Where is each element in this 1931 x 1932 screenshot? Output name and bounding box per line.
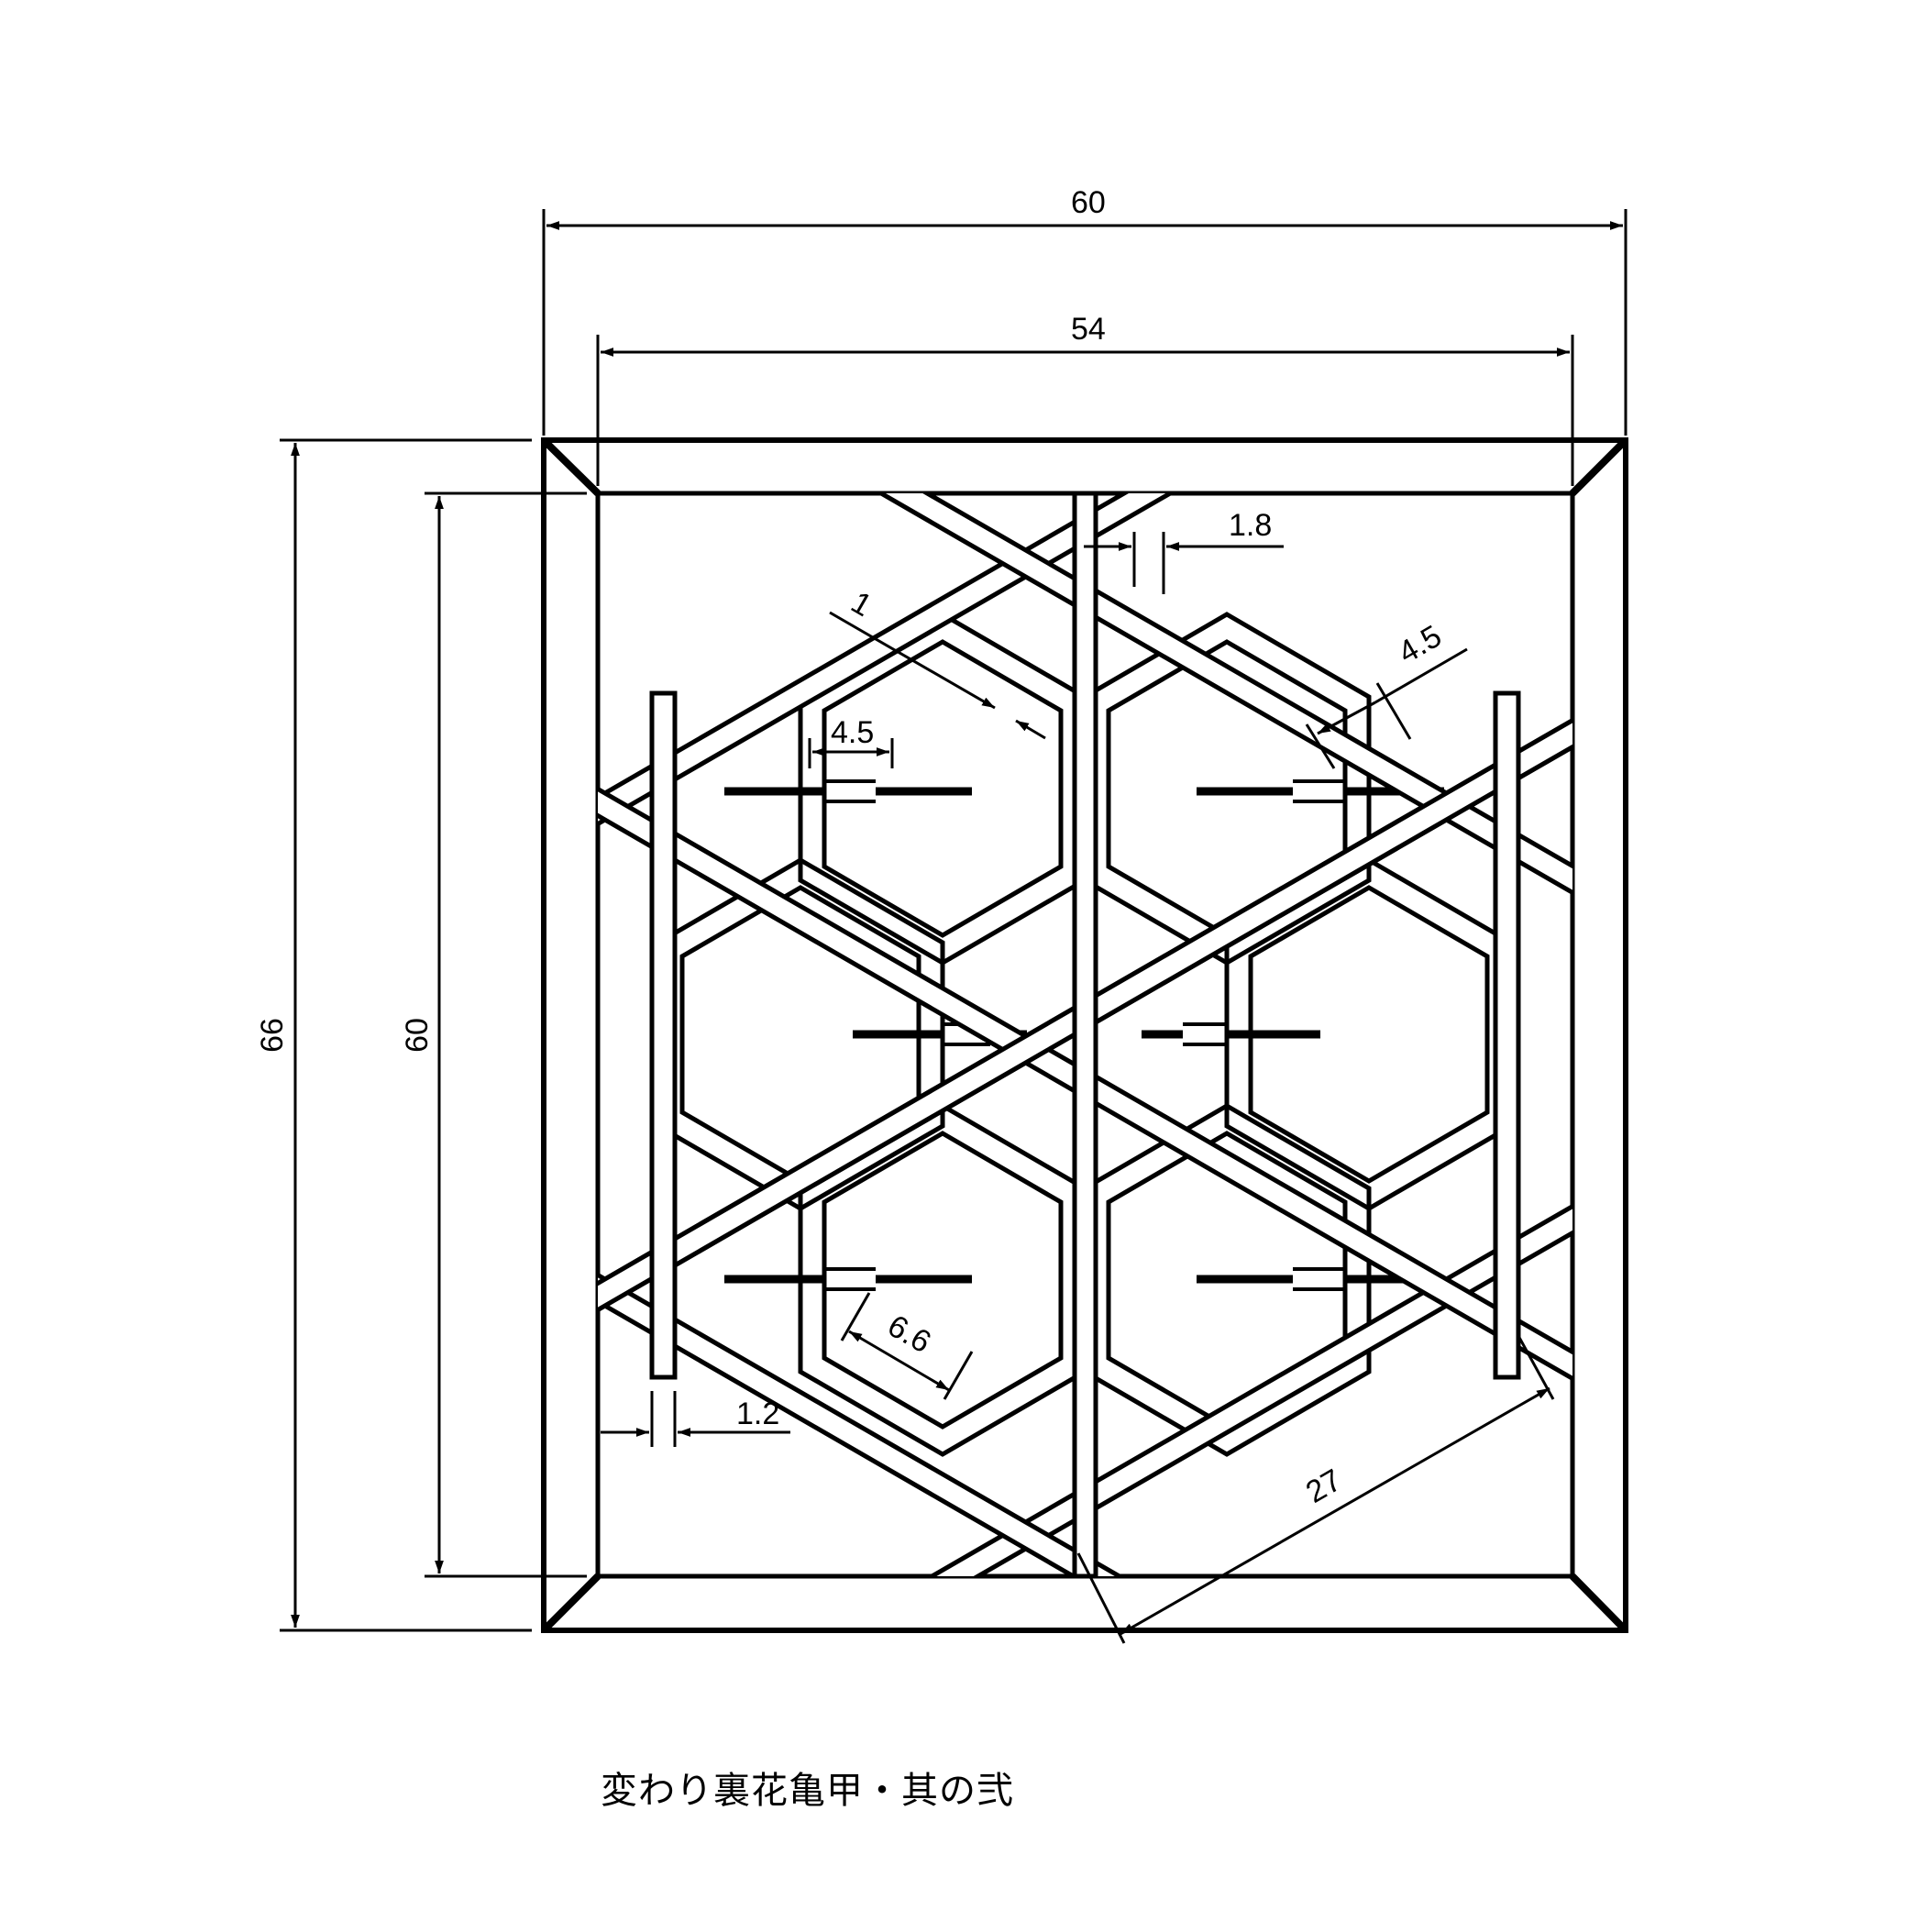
dimension-lines bbox=[280, 209, 1628, 1644]
dim-overall-height: 66 bbox=[254, 1018, 290, 1053]
vertical-bars bbox=[649, 493, 1521, 1576]
dim-inner-height: 60 bbox=[399, 1018, 435, 1053]
dim-inner-width: 54 bbox=[1071, 312, 1106, 347]
dim-side-bar-width: 1.2 bbox=[736, 1397, 780, 1431]
dim-spoke-gap: 4.5 bbox=[831, 715, 875, 750]
drawing-title: 変わり裏花亀甲・其の弐 bbox=[601, 1770, 1014, 1812]
dim-center-bar-width: 1.8 bbox=[1229, 508, 1273, 543]
kumiko-lattice bbox=[598, 493, 1572, 1576]
dim-overall-width: 60 bbox=[1071, 185, 1106, 220]
diagonal-bars-down bbox=[598, 493, 1572, 1576]
